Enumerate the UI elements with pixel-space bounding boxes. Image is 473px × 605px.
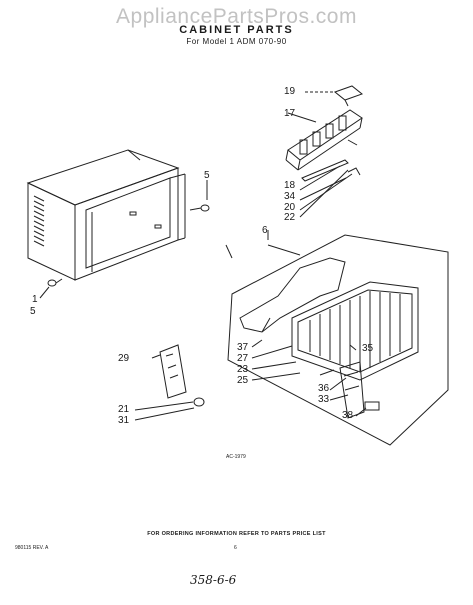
part-number-18: 18: [284, 180, 296, 191]
handwritten-note: 358-6-6: [190, 573, 237, 587]
part-number-25: 25: [237, 375, 249, 386]
part-number-37: 37: [237, 342, 249, 353]
page-title: CABINET PARTS: [179, 24, 294, 36]
part-number-38: 38: [342, 410, 354, 421]
part-number-20: 20: [284, 202, 296, 213]
part-number-1: 1: [32, 294, 38, 305]
leader-lines: [225, 244, 367, 417]
part-number-5-left: 5: [30, 306, 36, 317]
part-number-19: 19: [284, 86, 296, 97]
ordering-note: FOR ORDERING INFORMATION REFER TO PARTS …: [147, 531, 326, 537]
part-number-6: 6: [262, 225, 268, 236]
model-line: For Model 1 ADM 070-90: [186, 37, 287, 46]
part-number-36: 36: [318, 383, 330, 394]
part-number-21: 21: [118, 404, 130, 415]
top-brace-assembly: [285, 85, 364, 218]
part-number-27: 27: [237, 353, 249, 364]
part-number-31: 31: [118, 415, 130, 426]
screw-left: [39, 278, 63, 299]
form-number: 980115 REV. A: [15, 545, 49, 551]
screw-right: [189, 180, 210, 212]
figure-code: AC-1979: [226, 454, 246, 460]
part-number-5-right: 5: [204, 170, 210, 181]
grille-assembly: [227, 230, 449, 446]
part-number-23: 23: [237, 364, 249, 375]
part-number-22: 22: [284, 212, 296, 223]
part-number-34: 34: [284, 191, 296, 202]
page-number: 6: [234, 545, 237, 551]
part-number-35: 35: [362, 343, 374, 354]
part-number-29: 29: [118, 353, 130, 364]
watermark: AppliancePartsPros.com: [116, 5, 357, 28]
part-number-17: 17: [284, 108, 296, 119]
part-number-33: 33: [318, 394, 330, 405]
control-panel: [134, 344, 205, 421]
cabinet-shell: [26, 149, 186, 281]
